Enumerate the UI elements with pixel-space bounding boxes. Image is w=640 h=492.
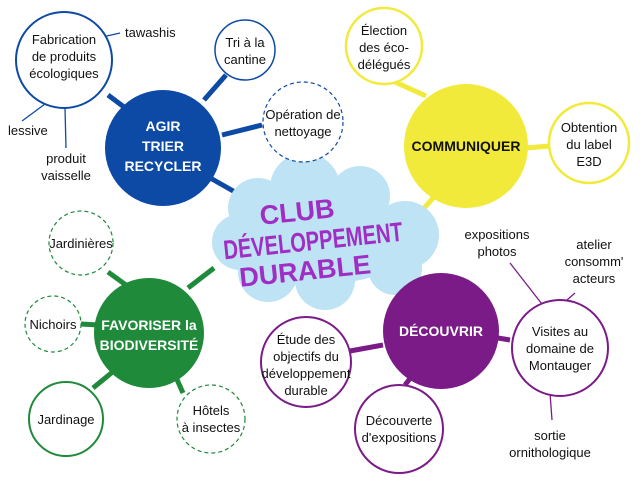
connector-visites-decouvrir bbox=[497, 335, 511, 343]
hub-agir-line-1: AGIR bbox=[146, 118, 181, 134]
node-etude-line-2: objectifs du bbox=[273, 349, 339, 364]
connector-lessive bbox=[21, 103, 46, 122]
node-visites: Visites au domaine de Montauger bbox=[511, 299, 609, 397]
node-election-line-2: des éco- bbox=[359, 40, 409, 55]
hub-decouvrir: DÉCOUVRIR bbox=[383, 273, 499, 389]
connector-operation-agir bbox=[221, 122, 263, 138]
node-operation-nettoyage: Opération de nettoyage bbox=[262, 81, 344, 163]
label-sortie-line-2: ornithologique bbox=[509, 445, 591, 460]
node-hotels: Hôtels à insectes bbox=[176, 384, 246, 454]
node-label-e3d: Obtention du label E3D bbox=[547, 101, 631, 185]
connector-expositions-photos bbox=[509, 262, 546, 309]
node-election: Élection des éco- délégués bbox=[344, 6, 424, 86]
node-operation-line-1: Opération de bbox=[265, 107, 340, 122]
hub-biodiversite-line-1: FAVORISER la bbox=[101, 317, 197, 333]
node-fabrication-line-1: Fabrication bbox=[32, 32, 96, 47]
node-fabrication-line-2: de produits bbox=[32, 49, 97, 64]
label-sortie-line-1: sortie bbox=[534, 428, 566, 443]
hub-decouvrir-label: DÉCOUVRIR bbox=[399, 323, 483, 339]
label-produit-line-2: vaisselle bbox=[41, 168, 91, 183]
hub-communiquer-label: COMMUNIQUER bbox=[412, 138, 521, 154]
node-jardinieres-label: Jardinières bbox=[49, 236, 113, 251]
hub-agir-line-3: RECYCLER bbox=[124, 158, 201, 174]
label-atelier-line-2: consomm' bbox=[565, 254, 624, 269]
connector-sortie bbox=[549, 392, 553, 421]
label-produit-line-1: produit bbox=[46, 151, 86, 166]
node-etude-objectifs: Étude des objectifs du développement dur… bbox=[260, 316, 352, 408]
connector-biodiversite-cloud bbox=[186, 266, 216, 290]
node-jardinage: Jardinage bbox=[28, 381, 104, 457]
node-label-e3d-line-3: E3D bbox=[576, 154, 601, 169]
node-tri-cantine: Tri à la cantine bbox=[214, 19, 276, 81]
hub-agir: AGIR TRIER RECYCLER bbox=[105, 90, 221, 206]
connector-label-communiquer bbox=[525, 143, 551, 151]
node-fabrication: Fabrication de produits écologiques bbox=[15, 11, 113, 109]
central-cloud: CLUB DÉVELOPPEMENT DURABLE bbox=[212, 153, 439, 310]
label-tawashis: tawashis bbox=[125, 25, 176, 40]
node-decouverte-line-2: d'expositions bbox=[362, 430, 437, 445]
node-election-line-1: Élection bbox=[361, 23, 407, 38]
label-atelier-line-3: acteurs bbox=[573, 271, 616, 286]
node-visites-line-2: domaine de bbox=[526, 341, 594, 356]
node-hotels-line-1: Hôtels bbox=[193, 403, 230, 418]
node-decouverte-line-1: Découverte bbox=[366, 413, 432, 428]
node-label-e3d-line-2: du label bbox=[566, 137, 612, 152]
node-nichoirs: Nichoirs bbox=[24, 295, 82, 353]
label-expositions-line-2: photos bbox=[477, 244, 517, 259]
node-election-line-3: délégués bbox=[358, 57, 411, 72]
node-operation-line-2: nettoyage bbox=[274, 124, 331, 139]
connector-tri-agir bbox=[202, 73, 228, 102]
label-atelier-line-1: atelier bbox=[576, 237, 612, 252]
connector-jardinieres-biodiversite bbox=[106, 269, 128, 288]
node-visites-line-3: Montauger bbox=[529, 358, 592, 373]
label-lessive: lessive bbox=[8, 123, 48, 138]
connector-etude-decouvrir bbox=[349, 342, 384, 354]
node-visites-line-1: Visites au bbox=[532, 324, 588, 339]
node-nichoirs-label: Nichoirs bbox=[30, 317, 77, 332]
hub-biodiversite: FAVORISER la BIODIVERSITÉ bbox=[94, 278, 204, 388]
node-jardinage-label: Jardinage bbox=[37, 412, 94, 427]
node-jardinieres: Jardinières bbox=[48, 210, 114, 276]
hub-agir-line-2: TRIER bbox=[142, 138, 184, 154]
node-etude-line-4: durable bbox=[284, 383, 327, 398]
node-decouverte-expo: Découverte d'expositions bbox=[354, 384, 444, 474]
node-tri-cantine-line-1: Tri à la bbox=[225, 35, 265, 50]
node-tri-cantine-line-2: cantine bbox=[224, 52, 266, 67]
connector-produit-vaisselle bbox=[64, 107, 67, 149]
node-hotels-line-2: à insectes bbox=[182, 420, 241, 435]
node-label-e3d-line-1: Obtention bbox=[561, 120, 617, 135]
hub-communiquer: COMMUNIQUER bbox=[404, 84, 528, 208]
node-etude-line-3: développement bbox=[262, 366, 351, 381]
label-expositions-line-1: expositions bbox=[464, 227, 530, 242]
node-fabrication-line-3: écologiques bbox=[29, 66, 99, 81]
node-etude-line-1: Étude des bbox=[277, 332, 336, 347]
connector-election-communiquer bbox=[393, 79, 428, 99]
hub-biodiversite-line-2: BIODIVERSITÉ bbox=[100, 337, 199, 353]
